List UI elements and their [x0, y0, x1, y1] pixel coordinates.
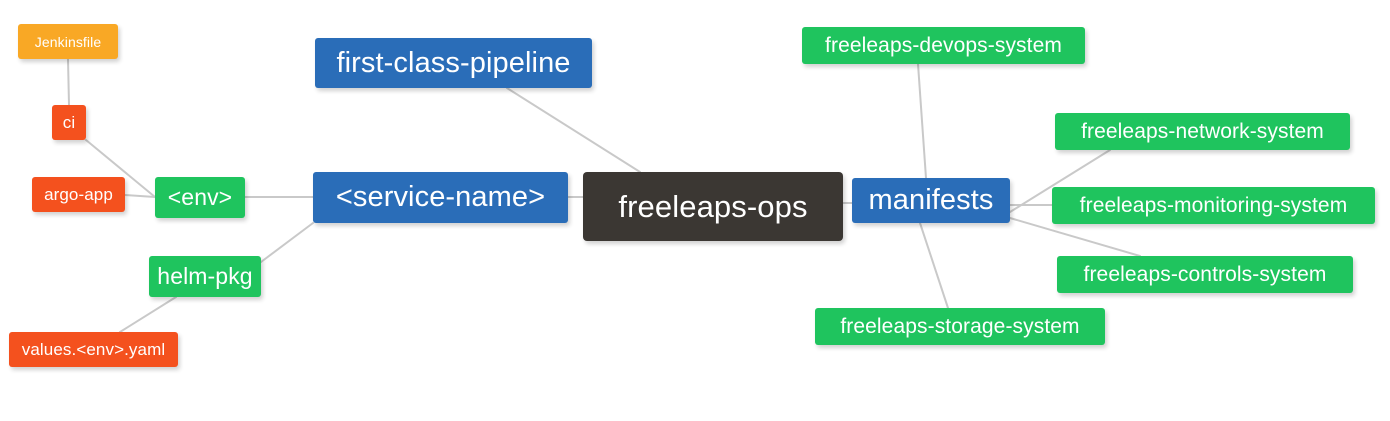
node-controls[interactable]: freeleaps-controls-system — [1057, 256, 1353, 293]
node-label: manifests — [868, 184, 994, 216]
node-label: freeleaps-controls-system — [1083, 263, 1327, 286]
node-label: freeleaps-network-system — [1081, 120, 1324, 143]
node-freeleaps-ops[interactable]: freeleaps-ops — [583, 172, 843, 241]
node-label: ci — [62, 113, 76, 132]
node-label: Jenkinsfile — [34, 33, 102, 50]
node-label: <service-name> — [335, 181, 546, 213]
node-label: helm-pkg — [157, 263, 253, 289]
node-label: <env> — [167, 184, 233, 210]
node-jenkinsfile[interactable]: Jenkinsfile — [18, 24, 118, 59]
node-label: freeleaps-storage-system — [840, 315, 1080, 338]
node-network[interactable]: freeleaps-network-system — [1055, 113, 1350, 150]
edge-manifests-to-storage — [919, 222, 949, 309]
edge-pipeline-to-freeleaps-ops — [506, 87, 641, 173]
node-argo-app[interactable]: argo-app — [32, 177, 125, 212]
node-manifests[interactable]: manifests — [852, 178, 1010, 223]
edge-jenkinsfile-to-ci — [67, 58, 70, 106]
edge-manifests-to-devops — [917, 63, 927, 179]
node-service-name[interactable]: <service-name> — [313, 172, 568, 223]
edge-helm-pkg-to-values-yaml — [119, 296, 177, 333]
node-label: freeleaps-monitoring-system — [1079, 194, 1348, 217]
node-label: values.<env>.yaml — [21, 340, 166, 359]
node-helm-pkg[interactable]: helm-pkg — [149, 256, 261, 297]
node-storage[interactable]: freeleaps-storage-system — [815, 308, 1105, 345]
node-label: freeleaps-ops — [618, 189, 808, 224]
node-monitoring[interactable]: freeleaps-monitoring-system — [1052, 187, 1375, 224]
node-ci[interactable]: ci — [52, 105, 86, 140]
node-devops[interactable]: freeleaps-devops-system — [802, 27, 1085, 64]
node-values-yaml[interactable]: values.<env>.yaml — [9, 332, 178, 367]
node-label: first-class-pipeline — [336, 46, 571, 79]
node-env[interactable]: <env> — [155, 177, 245, 218]
edge-argo-app-to-env — [124, 194, 156, 198]
edge-service-name-to-helm-pkg — [260, 222, 314, 263]
node-label: freeleaps-devops-system — [825, 34, 1062, 57]
node-label: argo-app — [44, 185, 113, 204]
node-pipeline[interactable]: first-class-pipeline — [315, 38, 592, 88]
